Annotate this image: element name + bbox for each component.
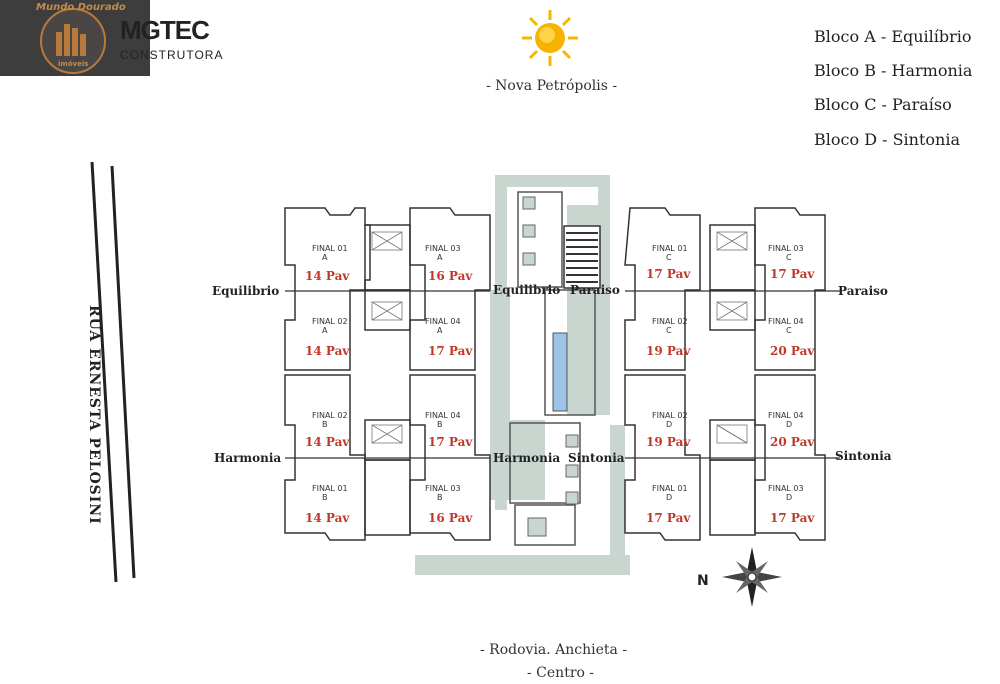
svg-text:FINAL 01: FINAL 01 xyxy=(652,484,688,493)
compass-rose-icon: N xyxy=(697,547,782,607)
street-lines xyxy=(90,161,136,583)
company-subtitle: CONSTRUTORA xyxy=(120,48,224,62)
unit-a-04: FINAL 04A 17 Pav xyxy=(425,317,473,358)
block-label-harmonia-left: Harmonia xyxy=(214,451,281,465)
center-squares xyxy=(522,196,579,537)
svg-text:D: D xyxy=(786,493,792,502)
svg-text:FINAL 04: FINAL 04 xyxy=(768,317,804,326)
block-label-harmonia-center: Harmonia xyxy=(493,451,560,465)
svg-text:A: A xyxy=(437,253,443,262)
unit-d-03: FINAL 03D 17 Pav xyxy=(768,484,815,525)
svg-text:FINAL 03: FINAL 03 xyxy=(425,484,461,493)
svg-text:FINAL 01: FINAL 01 xyxy=(312,484,348,493)
unit-a-02: FINAL 02A 14 Pav xyxy=(305,317,350,358)
unit-c-01: FINAL 01C 17 Pav xyxy=(646,244,691,281)
block-label-sintonia-center: Sintonia xyxy=(568,451,625,465)
green-area xyxy=(415,175,630,575)
svg-text:FINAL 04: FINAL 04 xyxy=(425,317,461,326)
svg-text:D: D xyxy=(666,420,672,429)
svg-text:C: C xyxy=(666,253,672,262)
svg-text:20 Pav: 20 Pav xyxy=(770,344,815,358)
svg-text:N: N xyxy=(697,573,709,589)
pool xyxy=(552,332,568,412)
unit-b-01: FINAL 01B 14 Pav xyxy=(305,484,350,525)
legend-item-a: Bloco A - Equilíbrio xyxy=(814,27,972,46)
stairs xyxy=(563,225,601,289)
unit-a-01: FINAL 01A 14 Pav xyxy=(305,244,350,283)
south-road-label: - Rodovia. Anchieta - xyxy=(480,642,628,658)
north-direction-label: - Nova Petrópolis - xyxy=(486,78,618,94)
elevator-boxes xyxy=(371,231,748,444)
svg-text:B: B xyxy=(437,420,443,429)
svg-text:A: A xyxy=(322,326,328,335)
legend-item-d: Bloco D - Sintonia xyxy=(814,130,960,149)
brand-tagline: imóveis xyxy=(58,60,89,68)
svg-text:C: C xyxy=(786,326,792,335)
unit-d-01: FINAL 01D 17 Pav xyxy=(646,484,691,525)
svg-text:FINAL 02: FINAL 02 xyxy=(652,317,688,326)
legend-item-c: Bloco C - Paraíso xyxy=(814,95,952,114)
svg-text:B: B xyxy=(437,493,443,502)
brand-name: Mundo Dourado xyxy=(36,2,126,13)
svg-text:16 Pav: 16 Pav xyxy=(428,269,473,283)
unit-c-04: FINAL 04C 20 Pav xyxy=(768,317,815,358)
svg-text:17 Pav: 17 Pav xyxy=(770,267,815,281)
unit-a-03: FINAL 03A 16 Pav xyxy=(425,244,473,283)
svg-text:19 Pav: 19 Pav xyxy=(646,435,691,449)
svg-text:FINAL 04: FINAL 04 xyxy=(425,411,461,420)
svg-text:FINAL 01: FINAL 01 xyxy=(312,244,348,253)
legend-item-b: Bloco B - Harmonia xyxy=(814,61,973,80)
svg-text:14 Pav: 14 Pav xyxy=(305,511,350,525)
svg-text:FINAL 02: FINAL 02 xyxy=(312,317,348,326)
block-label-paraiso-right: Paraiso xyxy=(838,284,888,298)
svg-text:19 Pav: 19 Pav xyxy=(646,344,691,358)
svg-text:D: D xyxy=(666,493,672,502)
unit-c-02: FINAL 02C 19 Pav xyxy=(646,317,691,358)
building-outlines xyxy=(284,207,826,541)
svg-text:FINAL 03: FINAL 03 xyxy=(768,244,804,253)
unit-d-02: FINAL 02D 19 Pav xyxy=(646,411,691,449)
svg-text:17 Pav: 17 Pav xyxy=(428,344,473,358)
svg-text:16 Pav: 16 Pav xyxy=(428,511,473,525)
svg-text:FINAL 02: FINAL 02 xyxy=(652,411,688,420)
svg-text:C: C xyxy=(666,326,672,335)
brand-logo-emblem xyxy=(40,8,106,74)
svg-text:14 Pav: 14 Pav xyxy=(305,435,350,449)
svg-text:FINAL 03: FINAL 03 xyxy=(768,484,804,493)
svg-text:17 Pav: 17 Pav xyxy=(770,511,815,525)
svg-text:FINAL 04: FINAL 04 xyxy=(768,411,804,420)
unit-b-04: FINAL 04B 17 Pav xyxy=(425,411,473,449)
svg-text:A: A xyxy=(322,253,328,262)
unit-c-03: FINAL 03C 17 Pav xyxy=(768,244,815,281)
block-label-equilibrio-center: Equilibrio xyxy=(493,283,560,297)
svg-text:FINAL 01: FINAL 01 xyxy=(652,244,688,253)
svg-text:D: D xyxy=(786,420,792,429)
svg-text:14 Pav: 14 Pav xyxy=(305,269,350,283)
block-label-sintonia-right: Sintonia xyxy=(835,449,892,463)
block-label-equilibrio-left: Equilibrio xyxy=(212,284,279,298)
sun-icon xyxy=(522,10,578,66)
svg-text:B: B xyxy=(322,493,328,502)
unit-b-02: FINAL 02B 14 Pav xyxy=(305,411,350,449)
site-plan: Equilibrio Equilibrio Paraiso Paraiso Ha… xyxy=(212,175,892,575)
svg-text:17 Pav: 17 Pav xyxy=(646,511,691,525)
svg-text:17 Pav: 17 Pav xyxy=(646,267,691,281)
svg-text:B: B xyxy=(322,420,328,429)
south-center-label: - Centro - xyxy=(527,665,595,681)
block-dividers xyxy=(285,290,840,459)
unit-b-03: FINAL 03B 16 Pav xyxy=(425,484,473,525)
street-name: RUA ERNESTA PELOSINI xyxy=(86,305,102,525)
svg-text:20 Pav: 20 Pav xyxy=(770,435,815,449)
svg-text:C: C xyxy=(786,253,792,262)
company-logo: MGTEC xyxy=(120,15,210,45)
svg-text:14 Pav: 14 Pav xyxy=(305,344,350,358)
block-label-paraiso-center: Paraiso xyxy=(570,283,620,297)
unit-d-04: FINAL 04D 20 Pav xyxy=(768,411,815,449)
svg-text:FINAL 02: FINAL 02 xyxy=(312,411,348,420)
buildings-icon xyxy=(56,24,86,56)
svg-text:FINAL 03: FINAL 03 xyxy=(425,244,461,253)
svg-text:17 Pav: 17 Pav xyxy=(428,435,473,449)
svg-text:A: A xyxy=(437,326,443,335)
